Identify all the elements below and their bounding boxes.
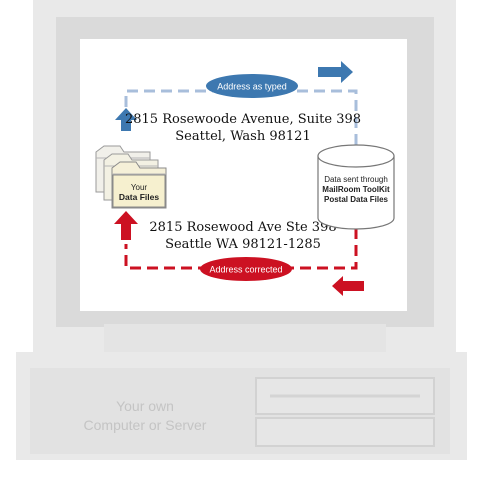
computer-base (16, 352, 467, 460)
database-cylinder-icon (317, 144, 395, 230)
up-arrow-red-icon (114, 211, 138, 240)
corrected-address-line1: 2815 Rosewood Ave Ste 398 (149, 220, 336, 235)
address-corrected-pill-label: Address corrected (209, 265, 282, 275)
database-label-line2: MailRoom ToolKit (322, 185, 390, 194)
typed-flow-path (124, 89, 358, 158)
database-label-line1: Data sent through (324, 175, 388, 184)
up-arrow-icon (115, 108, 137, 131)
computer-label-line2: Computer or Server (84, 417, 207, 433)
typed-address-line2: Seattel, Wash 98121 (175, 129, 310, 144)
right-arrow-icon (318, 61, 353, 83)
data-files-icon (95, 145, 167, 209)
data-files-label-line2: Data Files (119, 192, 159, 202)
computer-label-line1: Your own (116, 398, 174, 414)
database-label-line3: Postal Data Files (324, 195, 389, 204)
address-typed-pill-label: Address as typed (217, 82, 287, 92)
left-arrow-icon (332, 276, 364, 296)
corrected-address-line2: Seattle WA 98121-1285 (165, 237, 321, 252)
data-files-label-line1: Your (131, 183, 148, 192)
address-typed-pill: Address as typed (206, 74, 298, 98)
address-corrected-pill: Address corrected (200, 257, 292, 281)
typed-address-line1: 2815 Rosewoode Avenue, Suite 398 (125, 112, 361, 127)
